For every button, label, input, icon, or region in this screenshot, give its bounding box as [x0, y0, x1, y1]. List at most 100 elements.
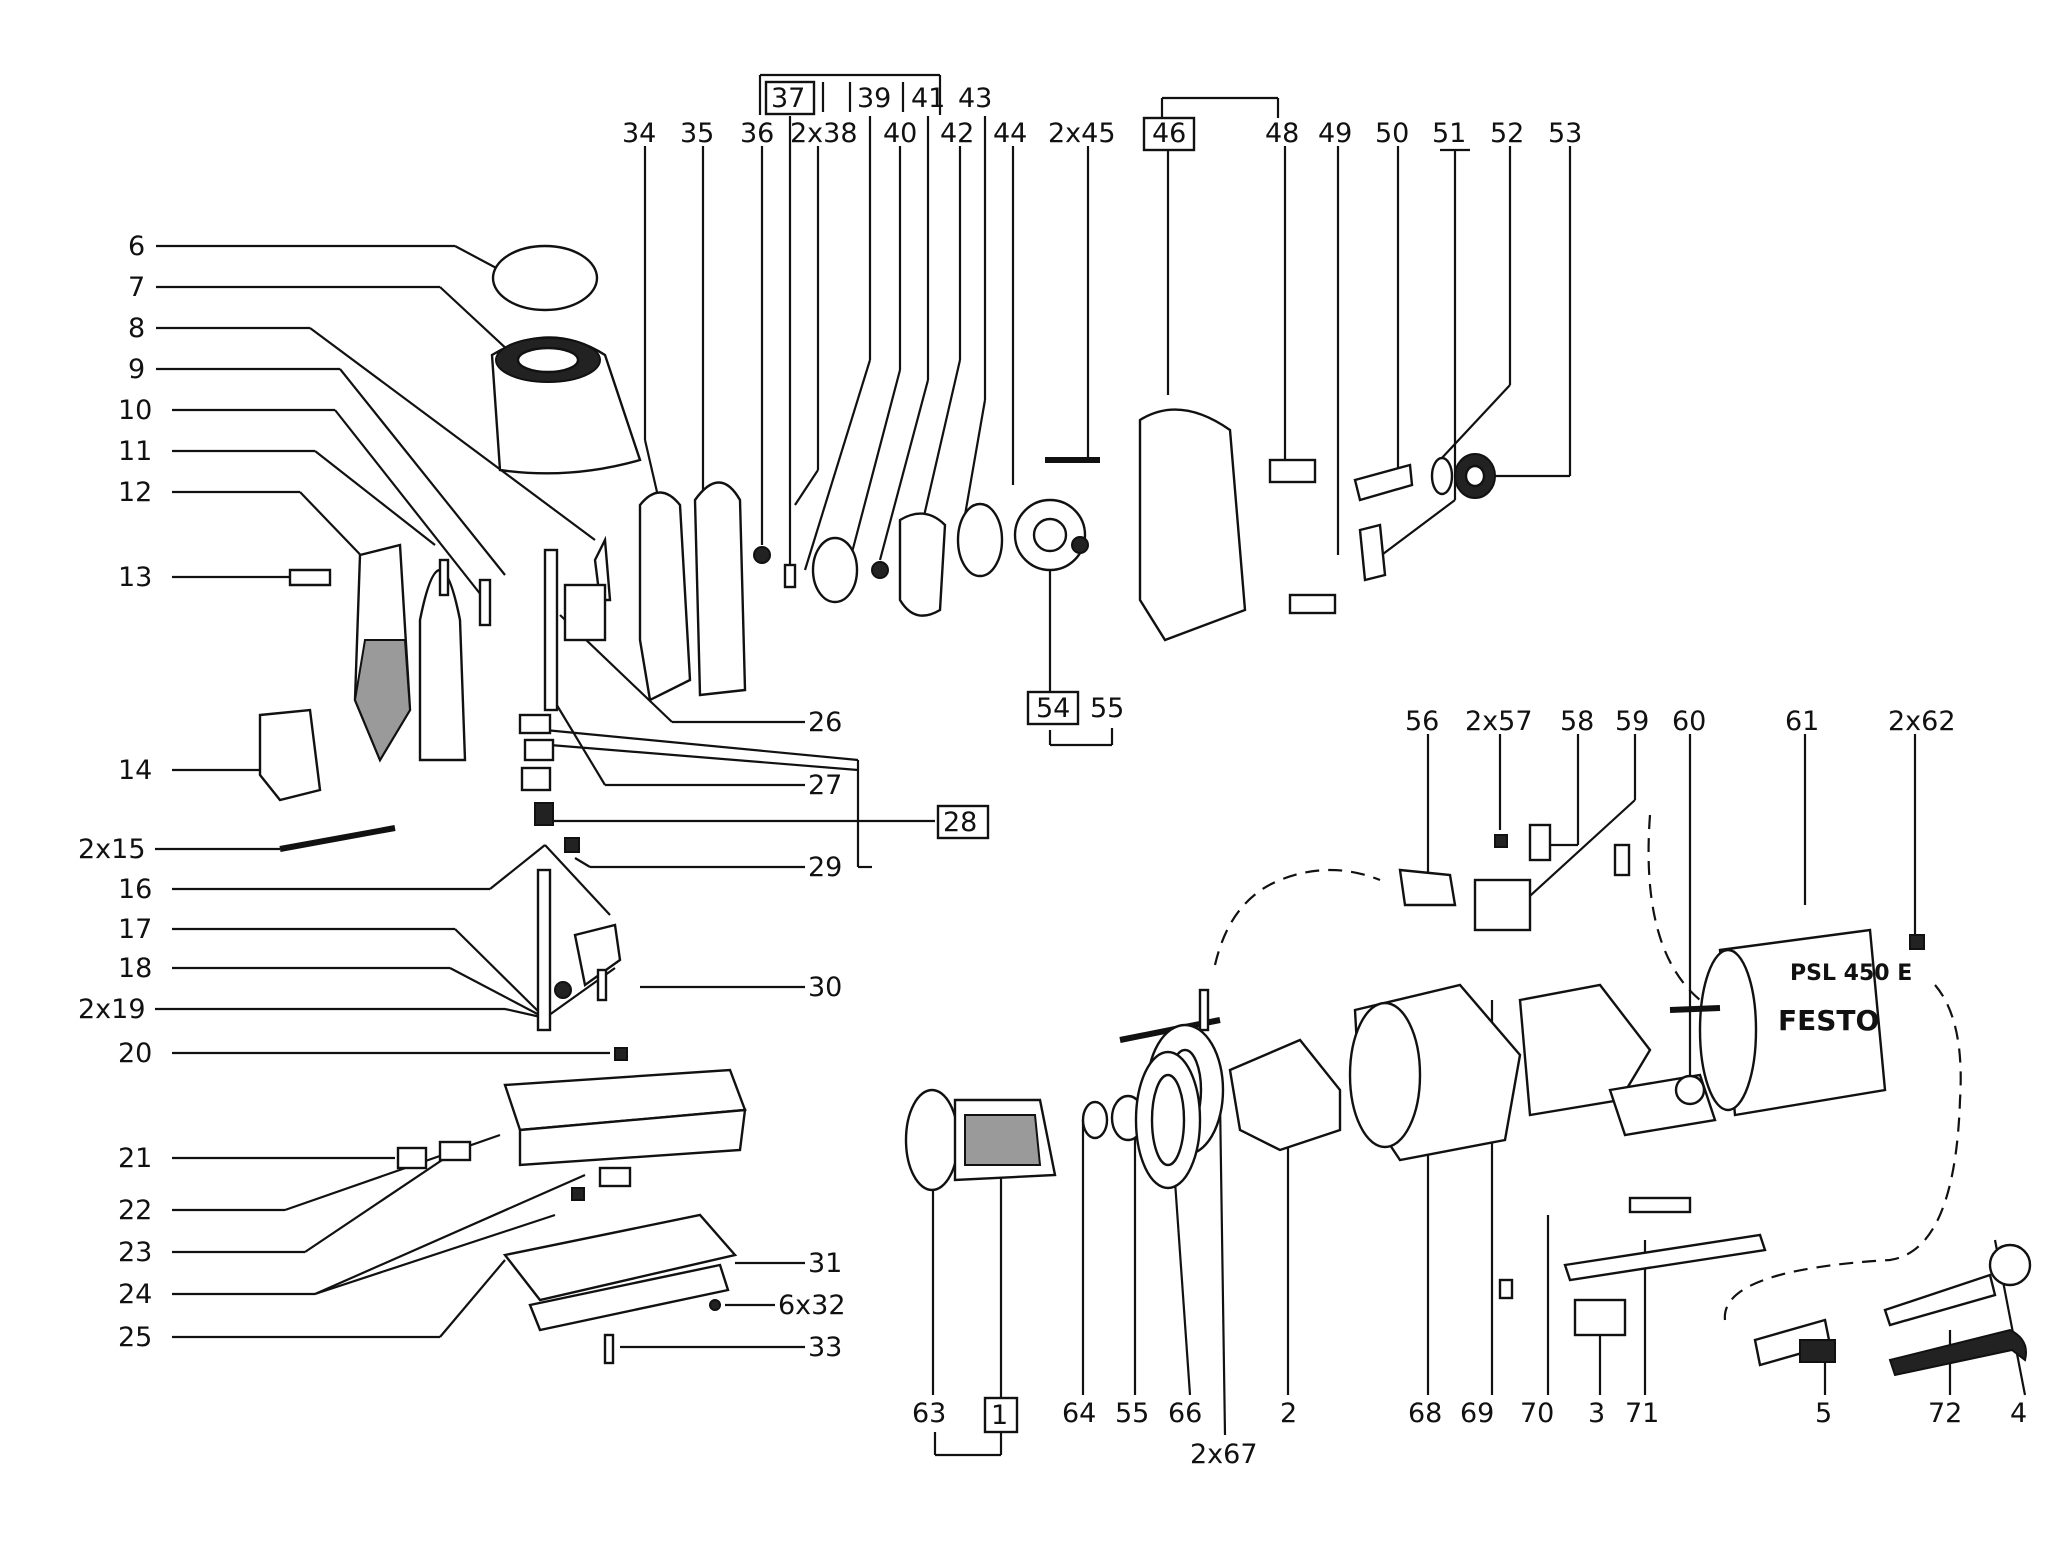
label-55b: 55	[1115, 1398, 1149, 1429]
label-9: 9	[128, 354, 145, 385]
label-51: 51	[1432, 118, 1466, 149]
label-23: 23	[118, 1237, 152, 1268]
label-41: 41	[911, 83, 945, 114]
label-2x38: 2x38	[790, 118, 858, 149]
label-43: 43	[958, 83, 992, 114]
label-2x67: 2x67	[1190, 1439, 1258, 1470]
label-14: 14	[118, 755, 152, 786]
label-21: 21	[118, 1143, 152, 1174]
label-6x32: 6x32	[778, 1290, 846, 1321]
blade-holder-icon	[536, 868, 552, 1032]
label-50: 50	[1375, 118, 1409, 149]
screw-13-icon	[288, 568, 332, 587]
label-37-box	[764, 80, 816, 116]
wire-56-icon	[1398, 868, 1457, 907]
label-2x62: 2x62	[1888, 706, 1956, 737]
label-28: 28	[943, 807, 977, 838]
label-2: 2	[1280, 1398, 1297, 1429]
base-plate-icon	[502, 1213, 738, 1302]
motor-parts: PSL 450 E FESTO	[904, 814, 2032, 1377]
label-26: 26	[808, 707, 842, 738]
label-48: 48	[1265, 118, 1299, 149]
label-7: 7	[128, 272, 145, 303]
bracket-14-icon	[258, 708, 322, 802]
label-61: 61	[1785, 706, 1819, 737]
label-17: 17	[118, 914, 152, 945]
label-46: 46	[1152, 118, 1186, 149]
label-35: 35	[680, 118, 714, 149]
label-24: 24	[118, 1279, 152, 1310]
gasket-icon	[693, 481, 747, 697]
label-66: 66	[1168, 1398, 1202, 1429]
label-31: 31	[808, 1248, 842, 1279]
switch-59-icon	[1473, 878, 1532, 932]
label-52: 52	[1490, 118, 1524, 149]
label-2x15: 2x15	[78, 834, 146, 865]
label-37: 37	[771, 83, 805, 114]
label-63: 63	[912, 1398, 946, 1429]
label-2x45: 2x45	[1048, 118, 1116, 149]
label-25: 25	[118, 1322, 152, 1353]
label-29: 29	[808, 852, 842, 883]
label-10: 10	[118, 395, 152, 426]
label-54: 54	[1036, 693, 1070, 724]
label-12: 12	[118, 477, 152, 508]
label-64: 64	[1062, 1398, 1096, 1429]
label-55: 55	[1090, 693, 1124, 724]
label-8: 8	[128, 313, 145, 344]
label-4: 4	[2010, 1398, 2027, 1429]
brush-holder-icon	[1573, 1298, 1627, 1337]
gear-parts	[638, 408, 1496, 702]
fan-housing-icon	[1228, 1038, 1342, 1152]
center-callouts: 26 27 28 29 30 31 6x32 33	[544, 614, 990, 1363]
cable-71-icon	[1563, 1233, 1767, 1282]
gear-plate-icon	[638, 491, 692, 702]
label-20: 20	[118, 1038, 152, 1069]
label-59: 59	[1615, 706, 1649, 737]
label-72: 72	[1928, 1398, 1962, 1429]
label-49: 49	[1318, 118, 1352, 149]
label-13: 13	[118, 562, 152, 593]
label-71: 71	[1625, 1398, 1659, 1429]
label-30: 30	[808, 972, 842, 1003]
eccentric-icon	[898, 512, 947, 617]
label-70: 70	[1520, 1398, 1554, 1429]
label-60: 60	[1672, 706, 1706, 737]
left-callouts: 6 7 8 9 10 11 12 13 14 2x15 16 17 18 2x1…	[78, 231, 616, 1353]
label-6: 6	[128, 231, 145, 262]
rod-26-icon	[543, 548, 559, 712]
brand-text: FESTO	[1778, 1004, 1879, 1037]
armature-fan-icon	[904, 1088, 960, 1192]
label-69: 69	[1460, 1398, 1494, 1429]
left-parts	[258, 244, 747, 1365]
label-1: 1	[991, 1400, 1008, 1431]
label-58: 58	[1560, 706, 1594, 737]
gear-disc-icon	[811, 536, 859, 604]
label-18: 18	[118, 953, 152, 984]
model-text: PSL 450 E	[1790, 961, 1912, 986]
label-34: 34	[622, 118, 656, 149]
label-44: 44	[993, 118, 1027, 149]
label-2x57: 2x57	[1465, 706, 1533, 737]
hex-key-icon	[1888, 1328, 2027, 1377]
power-cord-icon	[1883, 1273, 1997, 1327]
label-3: 3	[1588, 1398, 1605, 1429]
cable-70-icon	[1628, 1196, 1692, 1214]
label-68: 68	[1408, 1398, 1442, 1429]
label-39: 39	[857, 83, 891, 114]
label-42: 42	[940, 118, 974, 149]
side-plate-icon	[418, 569, 467, 762]
label-22: 22	[118, 1195, 152, 1226]
gear-cover-icon	[1138, 408, 1247, 642]
knob-cap-icon	[491, 244, 599, 312]
label-2x19: 2x19	[78, 994, 146, 1025]
top-callouts: 37 39 41 43 34 35 36 2x38 40 42 44 2x45 …	[622, 73, 1582, 747]
label-53: 53	[1548, 118, 1582, 149]
stator-icon	[1518, 983, 1652, 1117]
label-11: 11	[118, 436, 152, 467]
label-54-box	[1026, 690, 1080, 726]
label-33: 33	[808, 1332, 842, 1363]
label-27: 27	[808, 770, 842, 801]
label-40: 40	[883, 118, 917, 149]
label-28-box	[936, 804, 990, 840]
